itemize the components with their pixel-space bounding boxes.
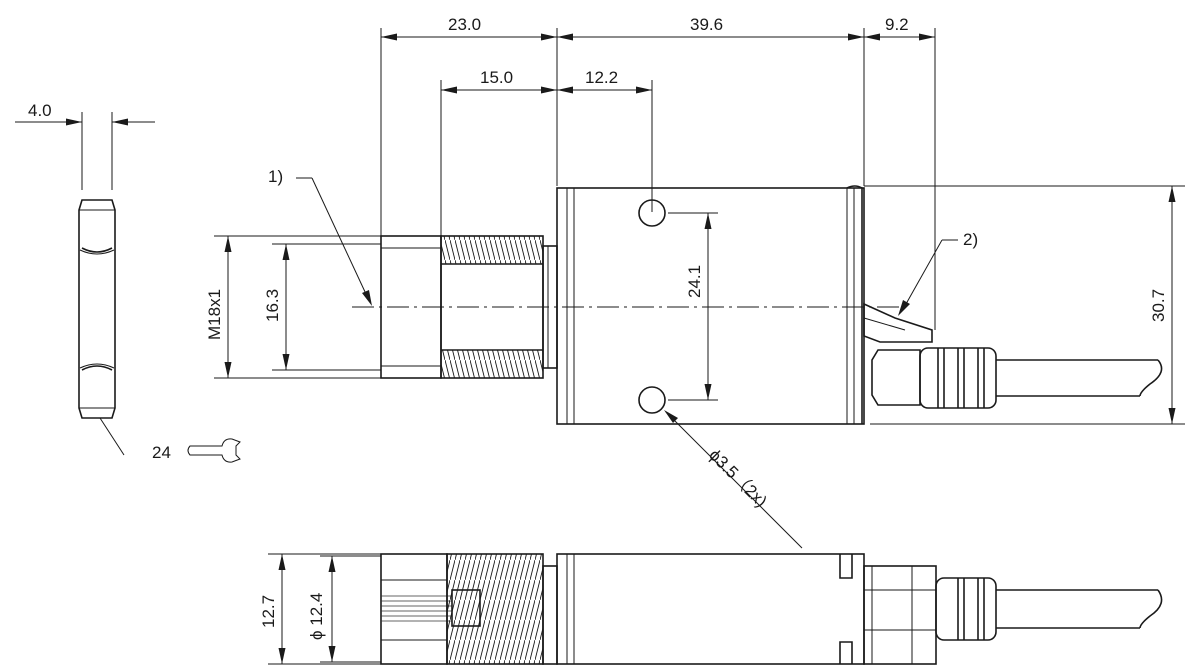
thread-dimensions: M18x1 16.3: [205, 235, 381, 379]
wrench-icon: [187, 438, 241, 463]
dim-12-2-label: 12.2: [585, 68, 618, 87]
dimension-24-1: 24.1: [668, 212, 718, 401]
mounting-hole-bottom: [638, 386, 666, 414]
dim-39-6-label: 39.6: [690, 15, 723, 34]
dim-m18-label: M18x1: [205, 289, 224, 340]
dim-30-7-label: 30.7: [1149, 289, 1168, 322]
dim-24-1-label: 24.1: [685, 265, 704, 298]
dim-9-2-label: 9.2: [885, 15, 909, 34]
sensor-top-view: [352, 185, 1163, 425]
dimension-4: 4.0: [15, 101, 155, 190]
sensor-side-view: [380, 553, 1163, 665]
callout-1: 1): [268, 167, 372, 306]
dim-12-7-label: 12.7: [259, 595, 278, 628]
dimension-30-7: 30.7: [864, 185, 1185, 425]
hole-callout: ϕ3.5（2x): [664, 410, 803, 549]
dim-16-3-label: 16.3: [263, 289, 282, 322]
callout-2-label: 2): [963, 230, 978, 249]
dim-4-label: 4.0: [28, 101, 52, 120]
dim-23-label: 23.0: [448, 15, 481, 34]
callout-2: 2): [898, 230, 978, 316]
hex-nut: [78, 199, 116, 419]
wrench-size: 24: [99, 417, 241, 463]
dim-15-label: 15.0: [480, 68, 513, 87]
wrench-size-label: 24: [152, 443, 171, 462]
hole-diameter-label: ϕ3.5（2x): [705, 445, 771, 511]
mounting-hole-top: [638, 199, 666, 227]
dim-12-4-label: ϕ 12.4: [307, 593, 326, 640]
top-dimensions: 23.0 39.6 9.2 15.0 12.2: [380, 15, 936, 330]
callout-1-label: 1): [268, 167, 283, 186]
side-dimensions: 12.7 ϕ 12.4: [259, 553, 381, 665]
